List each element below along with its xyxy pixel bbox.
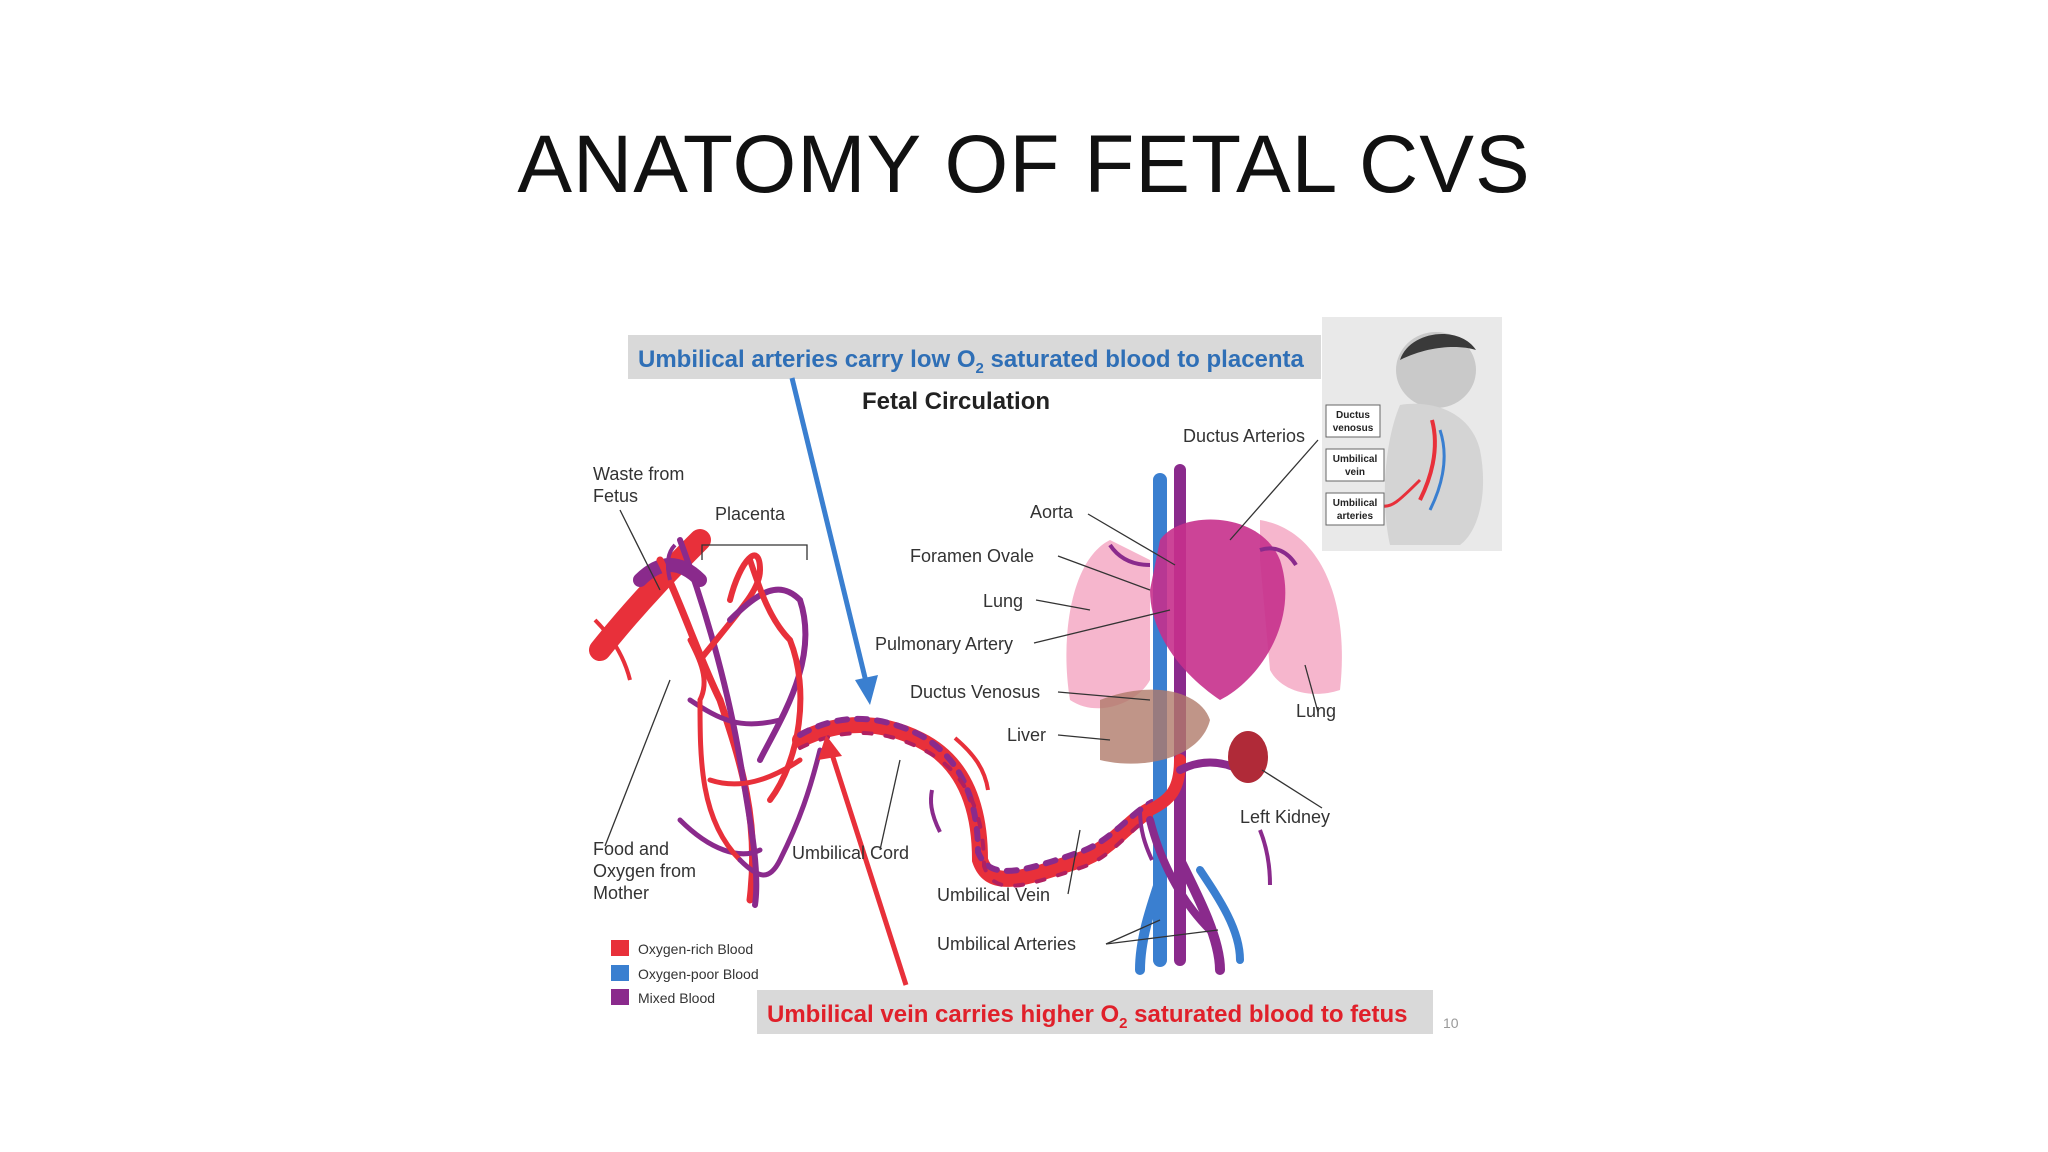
vein-caption: Umbilical vein carries higher O2 saturat… (767, 1001, 1408, 1032)
leader-lines (604, 439, 1323, 945)
legend-label-mixed: Mixed Blood (638, 990, 715, 1006)
label-left-kidney: Left Kidney (1240, 807, 1330, 827)
label-food-oxygen-1: Food and (593, 839, 669, 859)
label-liver: Liver (1007, 725, 1046, 745)
arteries-caption-post: saturated blood to placenta (984, 346, 1305, 373)
label-food-oxygen-2: Oxygen from (593, 861, 696, 881)
label-umbilical-arteries: Umbilical Arteries (937, 934, 1076, 954)
inset-label-3a: Umbilical (1333, 498, 1378, 509)
vein-caption-sub: 2 (1119, 1015, 1127, 1032)
label-waste-from-fetus-2: Fetus (593, 486, 638, 506)
inset-baby-body (1384, 403, 1484, 545)
arteries-caption-pre: Umbilical arteries carry low O (638, 346, 976, 373)
blue-arrow (789, 377, 878, 705)
legend-swatch-mixed (611, 989, 629, 1005)
label-aorta: Aorta (1030, 502, 1074, 522)
inset-label-1a: Ductus (1336, 410, 1370, 421)
inset-label-box-1 (1325, 404, 1381, 438)
label-umbilical-vein: Umbilical Vein (937, 885, 1050, 905)
inset-label-2a: Umbilical (1333, 454, 1378, 465)
page-number: 10 (1443, 1015, 1459, 1031)
label-placenta: Placenta (715, 504, 786, 524)
kidney-shape (1228, 731, 1268, 783)
legend-label-oxygen-poor: Oxygen-poor Blood (638, 966, 759, 982)
red-arrow (818, 735, 909, 986)
inset-label-box-2 (1325, 448, 1385, 482)
arteries-caption-box (628, 335, 1321, 379)
inset-baby-hair (1400, 333, 1476, 360)
legend-swatch-oxygen-poor (611, 965, 629, 981)
legend-label-oxygen-rich: Oxygen-rich Blood (638, 941, 753, 957)
placenta-network (589, 529, 823, 908)
inset-label-3b: arteries (1337, 511, 1374, 522)
label-umbilical-cord: Umbilical Cord (792, 843, 909, 863)
flow-arrows (593, 543, 1298, 886)
inset-vessels (1418, 419, 1437, 501)
inset-label-2b: vein (1345, 467, 1365, 478)
vein-caption-post: saturated blood to fetus (1127, 1001, 1407, 1028)
label-lung-left: Lung (983, 591, 1023, 611)
label-ductus-arteriosus: Ductus Arterios (1183, 426, 1305, 446)
vein-caption-box (757, 990, 1433, 1034)
inset-label-1b: venosus (1333, 423, 1374, 434)
heart-shape (1150, 519, 1286, 700)
vein-caption-pre: Umbilical vein carries higher O (767, 1001, 1119, 1028)
slide-title: ANATOMY OF FETAL CVS (517, 119, 1531, 210)
inset-label-box-3 (1325, 492, 1385, 526)
inset-baby-image: Ductus venosus Umbilical vein Umbilical … (1322, 317, 1502, 551)
diagram-title: Fetal Circulation (862, 388, 1050, 415)
label-pulmonary-artery: Pulmonary Artery (875, 634, 1013, 654)
legend: Oxygen-rich Blood Oxygen-poor Blood Mixe… (611, 940, 759, 1006)
label-lung-right: Lung (1296, 701, 1336, 721)
legend-swatch-oxygen-rich (611, 940, 629, 956)
label-waste-from-fetus-1: Waste from (593, 464, 684, 484)
label-foramen-ovale: Foramen Ovale (910, 546, 1034, 566)
liver-shape (1100, 689, 1210, 764)
label-food-oxygen-3: Mother (593, 883, 649, 903)
arteries-caption: Umbilical arteries carry low O2 saturate… (638, 346, 1305, 377)
umbilical-cord (792, 715, 1158, 888)
arteries-caption-sub: 2 (976, 360, 984, 377)
label-ductus-venosus: Ductus Venosus (910, 682, 1040, 702)
